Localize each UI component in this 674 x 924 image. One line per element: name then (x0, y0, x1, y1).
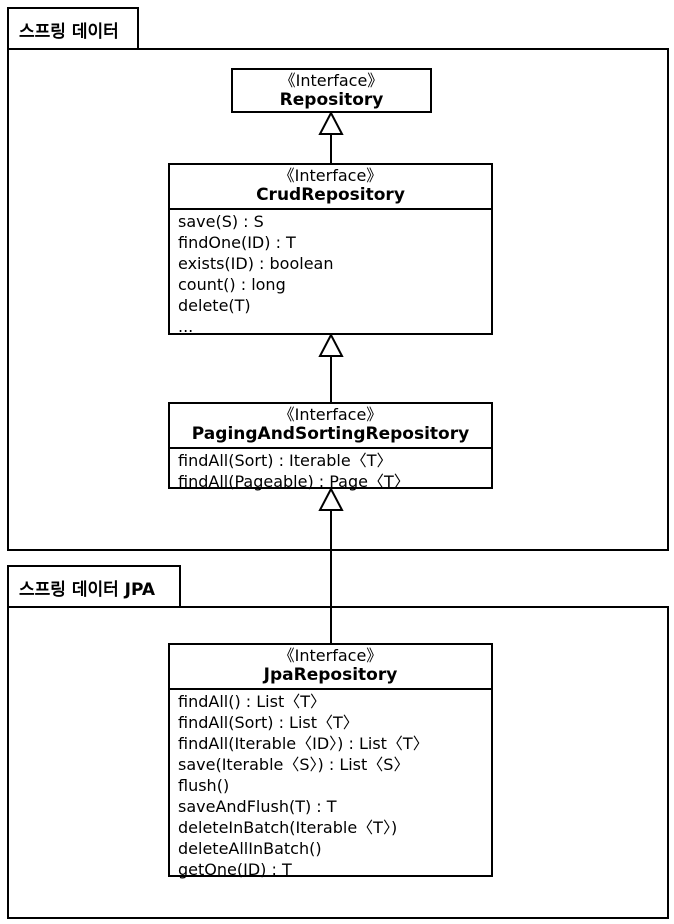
operation: deleteInBatch(Iterable〈T〉) (178, 818, 398, 837)
class-crud-repository: 《Interface》 CrudRepository save(S) : S f… (168, 163, 493, 336)
inheritance-arrowhead-paging (318, 486, 344, 511)
stereotype-label: 《Interface》 (278, 646, 383, 665)
operation: findAll(Sort) : List〈T〉 (178, 713, 359, 732)
class-name: Repository (279, 90, 384, 110)
class-name: PagingAndSortingRepository (191, 424, 470, 444)
operation: delete(T) (178, 296, 251, 315)
class-header: 《Interface》 PagingAndSortingRepository (170, 404, 491, 449)
class-name: CrudRepository (256, 185, 405, 205)
class-name: JpaRepository (263, 665, 398, 685)
operation: findAll(Iterable〈ID〉) : List〈T〉 (178, 734, 429, 753)
package-tab-spring-data-jpa: 스프링 데이터 JPA (7, 565, 181, 608)
operation: findAll() : List〈T〉 (178, 692, 327, 711)
class-repository: 《Interface》 Repository (231, 68, 432, 113)
operation: ... (178, 317, 194, 336)
operation: save(Iterable〈S〉) : List〈S〉 (178, 755, 410, 774)
stereotype-label: 《Interface》 (278, 166, 383, 185)
operations-compartment: save(S) : S findOne(ID) : T exists(ID) :… (170, 210, 491, 339)
class-paging-and-sorting-repository: 《Interface》 PagingAndSortingRepository f… (168, 402, 493, 491)
operation: findOne(ID) : T (178, 233, 296, 252)
operation: findAll(Pageable) : Page〈T〉 (178, 472, 410, 491)
package-name: 스프링 데이터 JPA (19, 580, 156, 600)
package-tab-spring-data: 스프링 데이터 (7, 7, 139, 50)
operations-compartment: findAll() : List〈T〉 findAll(Sort) : List… (170, 690, 491, 882)
class-jpa-repository: 《Interface》 JpaRepository findAll() : Li… (168, 643, 493, 879)
stereotype-label: 《Interface》 (278, 405, 383, 424)
package-name: 스프링 데이터 (19, 22, 119, 42)
operation: findAll(Sort) : Iterable〈T〉 (178, 451, 393, 470)
stereotype-label: 《Interface》 (279, 71, 384, 90)
operation: deleteAllInBatch() (178, 839, 322, 858)
operation: count() : long (178, 275, 286, 294)
operations-compartment: findAll(Sort) : Iterable〈T〉 findAll(Page… (170, 449, 491, 494)
operation: getOne(ID) : T (178, 860, 292, 879)
class-header: 《Interface》 Repository (233, 70, 430, 113)
operation: saveAndFlush(T) : T (178, 797, 337, 816)
operation: flush() (178, 776, 230, 795)
inheritance-arrowhead-repository (318, 110, 344, 135)
operation: exists(ID) : boolean (178, 254, 334, 273)
class-header: 《Interface》 CrudRepository (170, 165, 491, 210)
inheritance-arrowhead-crud (318, 332, 344, 357)
class-header: 《Interface》 JpaRepository (170, 645, 491, 690)
operation: save(S) : S (178, 212, 264, 231)
